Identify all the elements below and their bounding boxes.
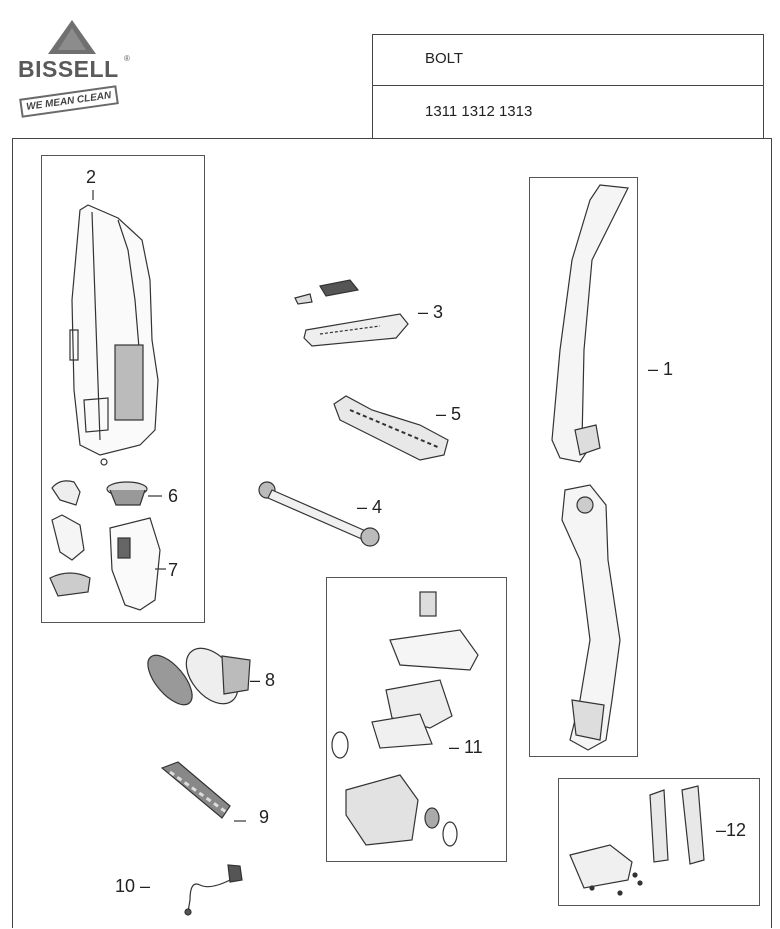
part-9-brush-roll [160,761,246,822]
part-6-filter-pieces [51,480,162,506]
logo-wordmark: BISSELL [18,56,119,82]
model-header-box: BOLT 1311 1312 1313 [372,34,764,138]
registered-mark: ® [124,54,130,63]
callout-3: – 3 [418,302,444,322]
callout-9: 9 [259,807,270,827]
callout-7: 7 [168,560,179,580]
part-11-base-assembly [331,591,479,847]
part-12-hardware [569,785,705,896]
group-box-handle [529,177,638,757]
callout-2: 2 [86,167,97,187]
model-numbers: 1311 1312 1313 [425,103,533,120]
part-4-axle [258,481,380,547]
part-3-battery-pack [294,279,409,347]
callout-1: – 1 [648,359,674,379]
callout-6: 6 [168,486,179,506]
callout-5: – 5 [436,404,462,424]
group-box-body [41,155,205,623]
callout-12: –12 [716,820,747,840]
logo-triangle-icon [48,20,96,54]
callout-11: – 11 [449,737,483,757]
group-box-base [326,577,507,862]
product-name-row: BOLT [373,35,763,86]
part-2-main-body [69,190,159,466]
callout-8: – 8 [250,670,276,690]
part-5-brush-housing [333,395,449,461]
part-1-handle [551,184,629,751]
product-name: BOLT [425,50,464,67]
callout-4: – 4 [357,497,383,517]
part-10-charger [184,864,243,916]
parts-diagram-frame [12,138,772,928]
callout-10: 10 – [115,876,151,896]
group-box-hardware [558,778,760,906]
bissell-logo: BISSELL ® WE MEAN CLEAN [10,14,135,124]
part-8-filter-assembly [147,647,251,706]
part-7-dirt-cup [49,514,166,611]
